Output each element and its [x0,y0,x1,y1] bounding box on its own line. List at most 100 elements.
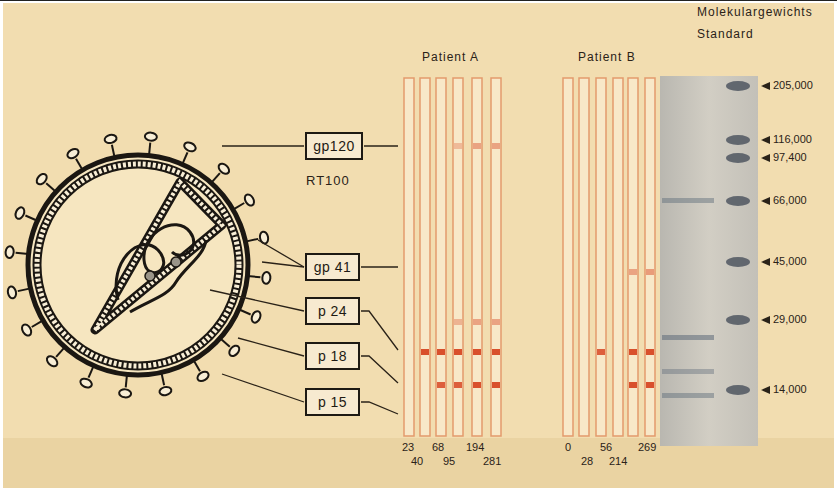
protein-name: p 18 [318,348,347,364]
spike-knob [217,162,231,176]
marker-arrow [761,316,770,324]
marker-band [726,385,750,395]
gel-panel [660,76,758,446]
spike-knob [14,206,26,220]
antibody-band [492,349,500,355]
leader-line [238,338,304,356]
leader-line [361,266,398,267]
serum-number: 95 [443,455,455,467]
antibody-band [597,349,605,355]
panel-heading: Standard [697,27,754,41]
virion-body [30,157,246,373]
serum-number: 40 [411,455,423,467]
blot-strip [628,78,638,436]
panel-heading: Molekulargewichts [697,5,813,19]
lane-heading: Patient B [578,50,636,64]
lane-heading: Patient A [422,50,479,64]
blot-strip [579,78,589,436]
marker-arrow [761,258,770,266]
antibody-band [454,143,462,149]
antibody-band [473,143,481,149]
blot-strip [596,78,606,436]
leader-line [222,374,304,402]
matrix-beads [37,164,239,366]
antibody-band [629,382,637,388]
antibody-band [646,349,654,355]
spike-knob [259,231,269,244]
weight-value: 45,000 [773,255,807,267]
antibody-band [629,349,637,355]
spike-knob [7,286,17,299]
antibody-band [492,319,500,325]
background-panel [3,3,834,488]
antibody-band [454,382,462,388]
leader-line [258,240,304,267]
marker-band [726,196,750,206]
sample-band [662,393,714,398]
antibody-band [421,349,429,355]
spike-knob [104,134,117,144]
outer-membrane [28,155,248,375]
serum-number: 194 [466,441,484,453]
enzyme-dot [145,271,155,281]
antibody-band [629,269,637,275]
antibody-band [646,382,654,388]
weight-value: 97,400 [773,151,807,163]
blot-strip [453,78,463,436]
serum-number: 56 [600,441,612,453]
leader-line [222,145,304,146]
marker-band [726,315,750,325]
antibody-band [473,349,481,355]
spike-knob [119,389,132,398]
spike-knob [196,370,210,383]
marker-band [726,257,750,267]
serum-number: 269 [638,441,656,453]
blot-strip [436,78,446,436]
protein-name: gp120 [313,138,354,154]
weight-value: 205,000 [773,79,813,91]
serum-number: 0 [565,441,571,453]
spike-knob [262,272,271,285]
antibody-band [646,269,654,275]
label-box: gp 41 [305,253,360,281]
antibody-band [454,349,462,355]
label-box: gp120 [305,132,363,160]
serum-number: 28 [581,455,593,467]
protein-name: gp 41 [314,259,352,275]
weight-value: 14,000 [773,383,807,395]
blot-strips [404,78,655,436]
marker-band [726,135,750,145]
leader-line [361,402,398,414]
spike-knob [20,323,33,337]
sample-band [662,369,714,374]
leader-line [361,356,398,383]
rna-strand [116,225,194,300]
antibody-band [454,319,462,325]
marker-arrow [761,136,770,144]
antibody-band [492,143,500,149]
serum-number: 281 [483,455,501,467]
spike-knob [243,193,256,207]
spike-knob [79,377,93,389]
sample-band [662,198,714,203]
blot-strip [420,78,430,436]
weight-value: 116,000 [773,133,812,145]
antibody-band [473,319,481,325]
spike-knob [159,386,172,396]
label-box: p 24 [305,297,360,325]
leader-line [364,145,398,146]
leader-lines [210,146,398,414]
enzyme-dot [171,257,181,267]
leader-line [262,262,304,267]
blot-strip [491,78,501,436]
marker-arrow [761,154,770,162]
blot-strip [563,78,573,436]
spike-knob [250,310,262,324]
antibody-band [473,382,481,388]
serum-number: 23 [402,441,414,453]
frame-line [0,0,837,1]
matrix-ring [37,164,239,366]
